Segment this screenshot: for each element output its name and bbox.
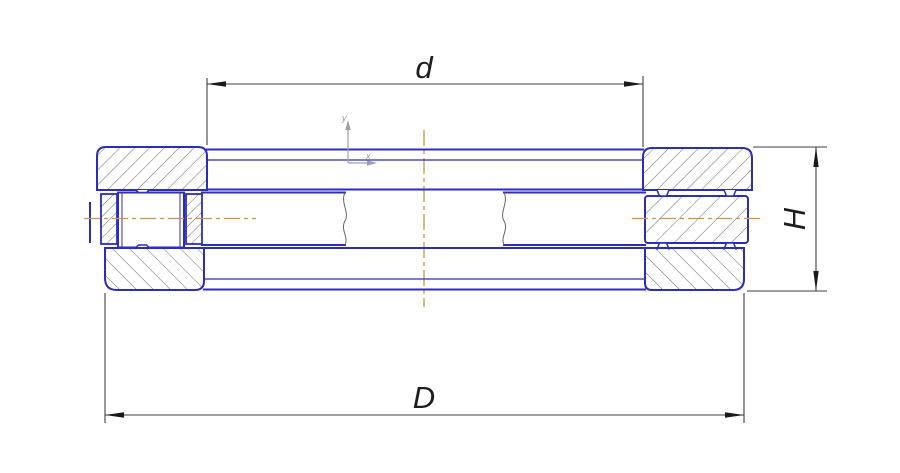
d-arrow-left-icon (207, 81, 226, 87)
H-arrow-top-icon (813, 147, 819, 167)
dimension-arrows (105, 81, 819, 418)
cage-claw (134, 244, 151, 249)
roller-left (117, 191, 185, 249)
D-arrow-right-icon (725, 412, 744, 418)
dimension-lines (104, 76, 827, 423)
top-washer-right-section (642, 147, 753, 191)
roller-right-section (644, 195, 749, 244)
origin-marker (345, 120, 377, 166)
cage-claw (134, 188, 151, 194)
cage-claw (656, 189, 670, 197)
d-dimension-label: d (415, 50, 434, 85)
d-arrow-right-icon (624, 81, 643, 87)
bottom-washer-right-section (644, 247, 745, 291)
bottom-washer-left-section (104, 247, 205, 291)
D-dimension-label: D (413, 380, 435, 415)
x-axis-arrow-icon (367, 160, 377, 166)
cage-claws (134, 188, 737, 250)
H-dimension-label: H (777, 207, 812, 230)
roller-break-line-left (342, 192, 347, 246)
break-lines (342, 192, 507, 246)
H-arrow-bottom-icon (813, 271, 819, 291)
y-axis-arrow-icon (345, 120, 351, 130)
D-arrow-left-icon (105, 412, 124, 418)
origin-x-label: x (365, 151, 371, 161)
top-washer-left-section (96, 146, 208, 191)
roller-break-line-right (502, 192, 507, 246)
cage-claw (723, 189, 737, 197)
origin-y-label: y (341, 113, 347, 123)
